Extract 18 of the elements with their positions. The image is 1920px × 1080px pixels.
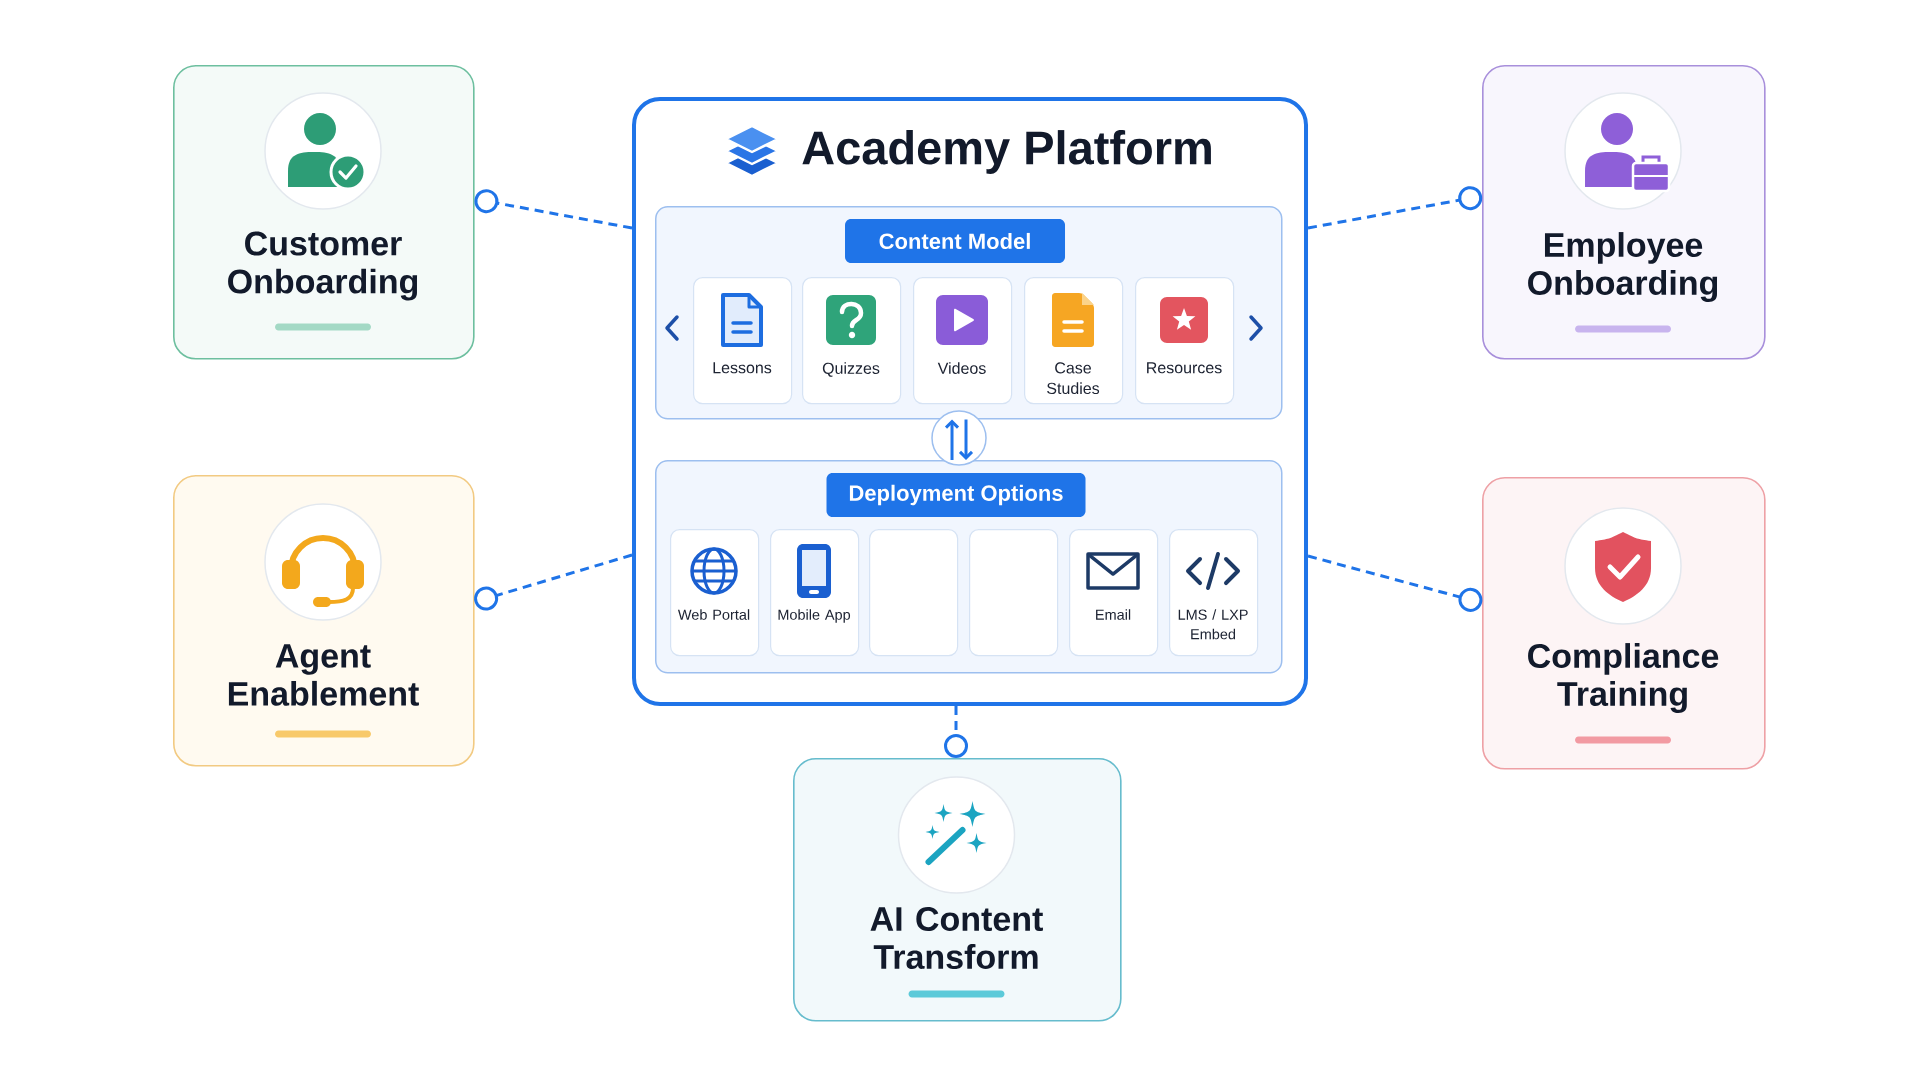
platform-title: Academy Platform [802, 130, 1211, 174]
dashed-connector [1307, 554, 1483, 612]
arrow [944, 419, 960, 460]
panel [655, 460, 1283, 674]
tile [969, 529, 1059, 657]
option-tile: Web Portal [670, 529, 760, 657]
dashed-connector [1307, 186, 1483, 230]
arrow [958, 419, 974, 460]
tile [869, 529, 959, 657]
dashed-connector [944, 706, 968, 758]
dashed-connector [474, 189, 633, 230]
option-tile: Email [1069, 529, 1159, 657]
platform-box [632, 97, 1308, 706]
option-tile: LMS / LXP Embed [1169, 529, 1259, 657]
section-heading: Deployment Options [826, 473, 1086, 517]
dashed-connector [474, 553, 633, 611]
section-heading: Content Model [845, 219, 1065, 263]
panel [655, 206, 1283, 420]
